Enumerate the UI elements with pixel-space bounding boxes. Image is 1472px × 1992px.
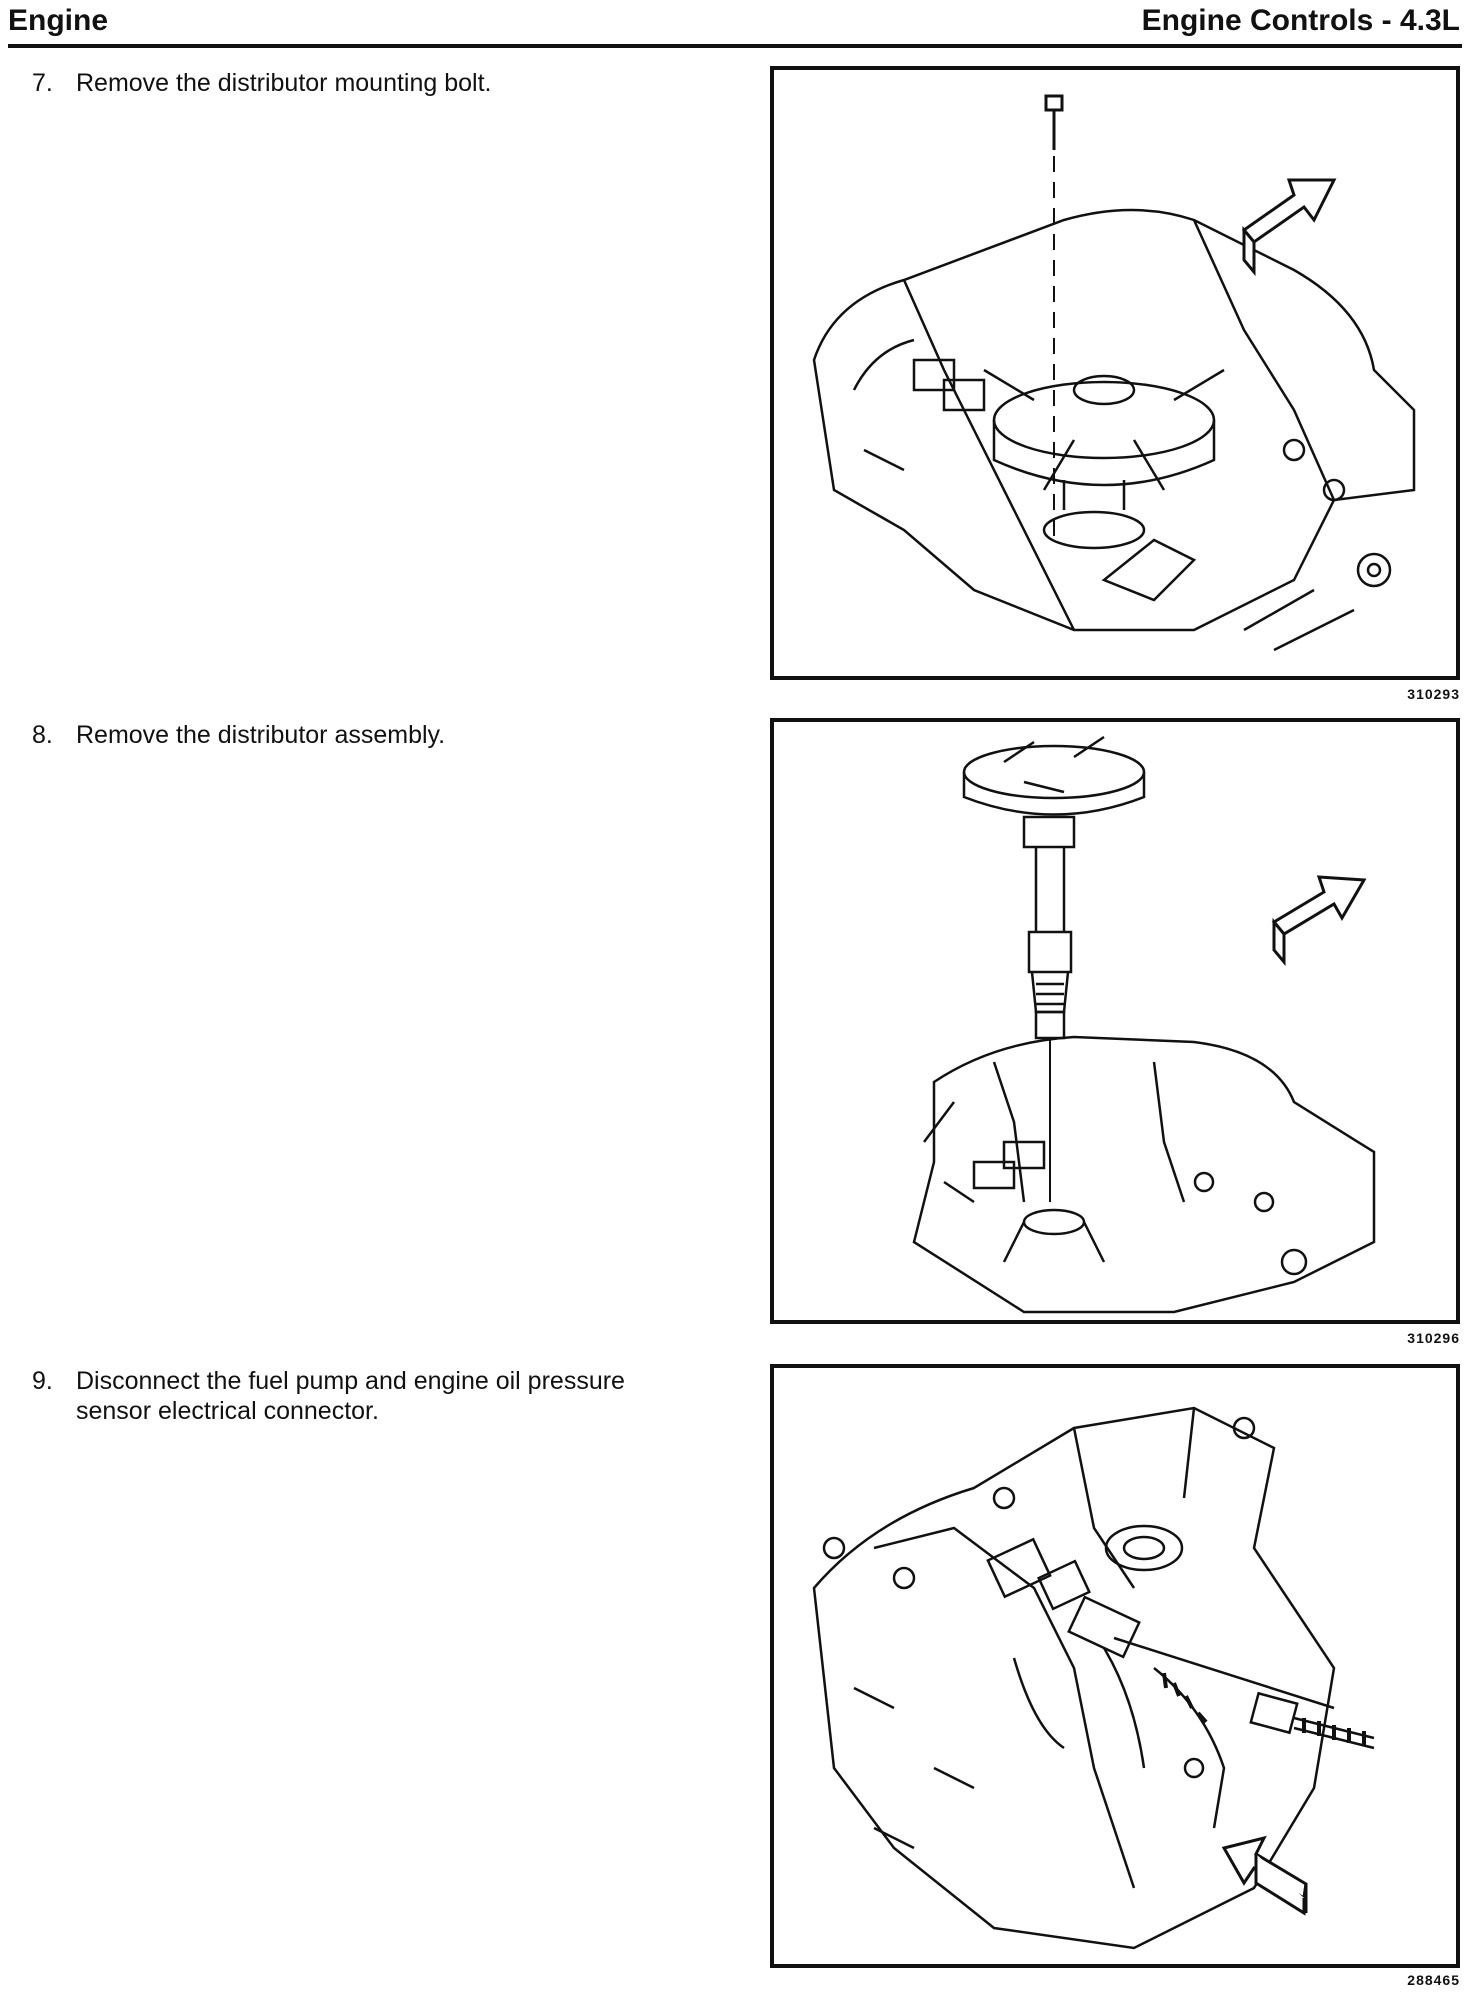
fuel-pump-connector-illustration	[812, 1406, 1375, 1950]
step-7: 7. Remove the distributor mounting bolt.	[32, 68, 632, 98]
step-text: Disconnect the fuel pump and engine oil …	[76, 1367, 625, 1425]
step-number: 9.	[32, 1367, 53, 1395]
section-header: Engine	[8, 4, 109, 37]
step-8: 8. Remove the distributor assembly.	[32, 720, 632, 750]
step-number: 7.	[32, 69, 53, 97]
figure-fuel-pump-connector	[770, 1364, 1460, 1968]
figure-id: 310296	[1407, 1330, 1460, 1346]
step-text: Remove the distributor assembly.	[76, 721, 446, 749]
header-rule	[8, 44, 1462, 48]
figure-distributor-bolt	[770, 66, 1460, 680]
figure-id: 310293	[1407, 686, 1460, 702]
distributor-bolt-illustration	[812, 94, 1416, 652]
page-title: Engine Controls - 4.3L	[1141, 4, 1460, 37]
figure-id: 288465	[1407, 1972, 1460, 1988]
distributor-assembly-illustration	[912, 735, 1376, 1314]
step-text: Remove the distributor mounting bolt.	[76, 69, 492, 97]
step-9: 9. Disconnect the fuel pump and engine o…	[32, 1366, 632, 1426]
step-number: 8.	[32, 721, 53, 749]
figure-distributor-assembly	[770, 718, 1460, 1324]
